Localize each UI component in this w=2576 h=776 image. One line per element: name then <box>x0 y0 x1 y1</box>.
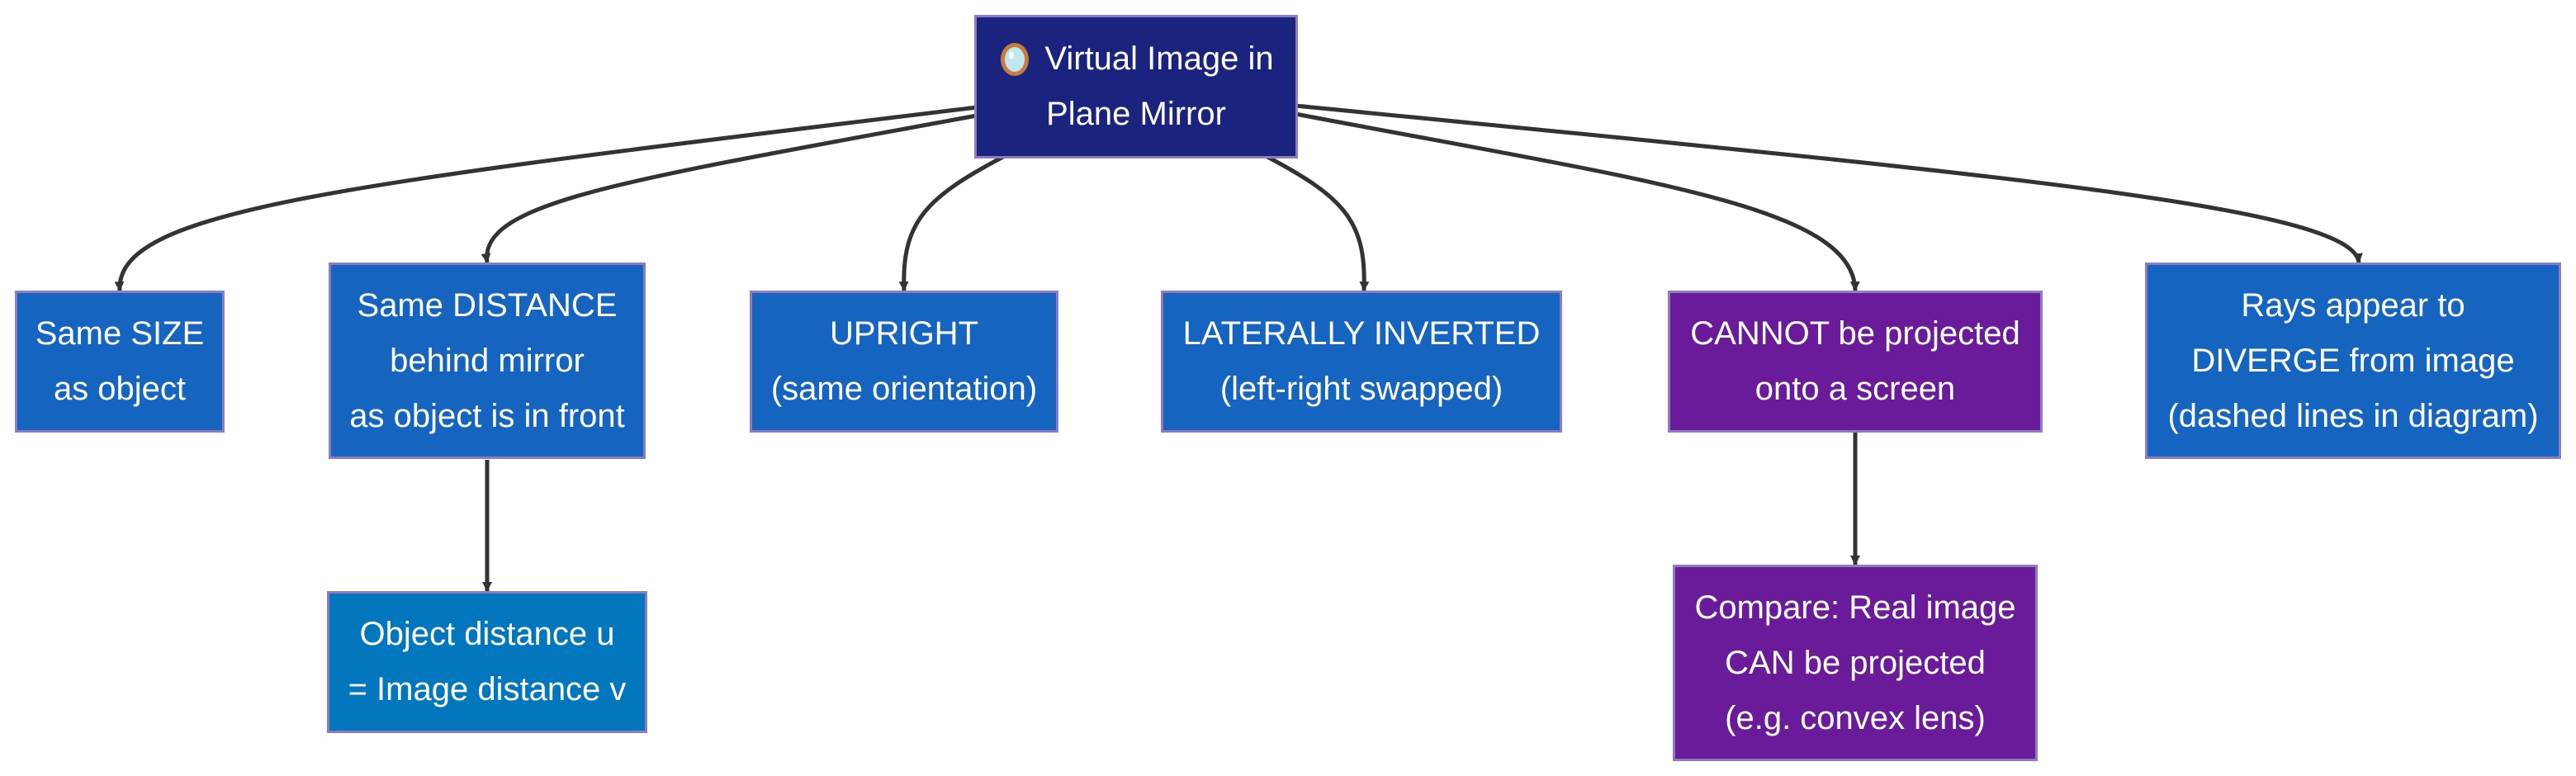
edge-root-to-inverted <box>1266 154 1370 291</box>
node-compare-real-image-line-2: CAN be projected <box>1725 644 1986 681</box>
node-same-size-line-2: as object <box>53 371 187 407</box>
node-object-image-distance-line-1: Object distance u <box>359 616 615 652</box>
node-same-size-line-1: Same SIZE <box>35 315 205 352</box>
node-object-image-distance: Object distance u = Image distance v <box>327 591 647 733</box>
root-title-line-1: Virtual Image in <box>1044 40 1274 77</box>
node-cannot-be-projected-line-1: CANNOT be projected <box>1690 315 2020 352</box>
node-rays-diverge-line-3: (dashed lines in diagram) <box>2167 397 2539 434</box>
node-rays-diverge-line-2: DIVERGE from image <box>2191 342 2515 379</box>
node-object-image-distance-line-2: = Image distance v <box>348 671 627 707</box>
edge-root-to-distance <box>481 113 978 263</box>
node-compare-real-image-line-3: (e.g. convex lens) <box>1725 699 1986 736</box>
edge-root-to-rays <box>1295 103 2363 263</box>
node-cannot-be-projected: CANNOT be projected onto a screen <box>1668 291 2043 433</box>
node-upright-line-1: UPRIGHT <box>830 315 978 352</box>
node-upright-line-2: (same orientation) <box>770 371 1038 407</box>
node-rays-diverge: Rays appear to DIVERGE from image (dashe… <box>2145 263 2561 459</box>
root-title-row: Virtual Image in <box>998 31 1274 87</box>
mirror-icon <box>998 40 1031 78</box>
node-same-distance-line-2: behind mirror <box>390 342 585 379</box>
node-laterally-inverted-line-2: (left-right swapped) <box>1219 371 1503 407</box>
node-compare-real-image: Compare: Real image CAN be projected (e.… <box>1673 565 2038 761</box>
node-rays-diverge-line-1: Rays appear to <box>2241 286 2465 324</box>
node-same-size: Same SIZE as object <box>15 291 225 433</box>
node-same-distance-line-3: as object is in front <box>349 397 625 434</box>
node-same-distance: Same DISTANCE behind mirror as object is… <box>329 263 646 459</box>
root-node: Virtual Image in Plane Mirror <box>974 15 1298 159</box>
edge-root-to-size <box>114 105 978 291</box>
node-laterally-inverted-line-1: LATERALLY INVERTED <box>1182 315 1541 352</box>
edge-root-to-upright <box>898 154 1005 291</box>
node-laterally-inverted: LATERALLY INVERTED (left-right swapped) <box>1161 291 1562 433</box>
edge-root-to-projection <box>1295 111 1860 291</box>
node-compare-real-image-line-1: Compare: Real image <box>1694 589 2016 626</box>
node-upright: UPRIGHT (same orientation) <box>750 291 1058 433</box>
node-cannot-be-projected-line-2: onto a screen <box>1754 371 1956 407</box>
root-title-line-2: Plane Mirror <box>1046 96 1226 132</box>
node-same-distance-line-1: Same DISTANCE <box>357 286 618 324</box>
